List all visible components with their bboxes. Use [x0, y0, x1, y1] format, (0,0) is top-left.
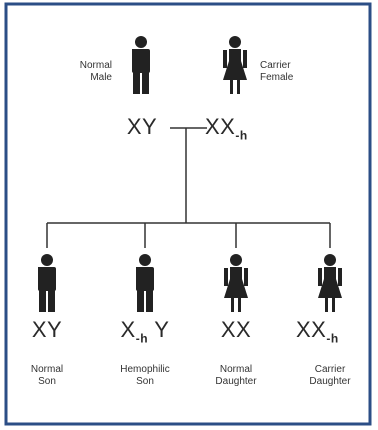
normal-son-figure	[38, 254, 56, 312]
carrier-female-figure	[223, 36, 247, 94]
genotype-child-3: XX	[220, 317, 252, 342]
child-label-3: Normal Daughter	[215, 364, 257, 387]
carrier-daughter-figure	[318, 254, 342, 312]
diagram-border	[4, 2, 372, 426]
parent-label-female: Carrier Female	[260, 60, 294, 83]
hemophilic-son-figure	[136, 254, 154, 312]
genotype-mother: XX-h	[205, 114, 248, 143]
normal-male-figure	[132, 36, 150, 94]
child-label-2: Hemophilic Son	[120, 364, 170, 387]
genotype-child-1: XY	[31, 317, 63, 342]
child-label-1: Normal Son	[30, 364, 64, 387]
genotype-child-4: XX-h	[296, 317, 339, 346]
child-label-4: Carrier Daughter	[309, 364, 351, 387]
genotype-father: XY	[126, 114, 158, 139]
normal-daughter-figure	[224, 254, 248, 312]
parent-label-male: Normal Male	[79, 60, 112, 83]
genotype-child-2: X-h Y	[120, 317, 170, 346]
